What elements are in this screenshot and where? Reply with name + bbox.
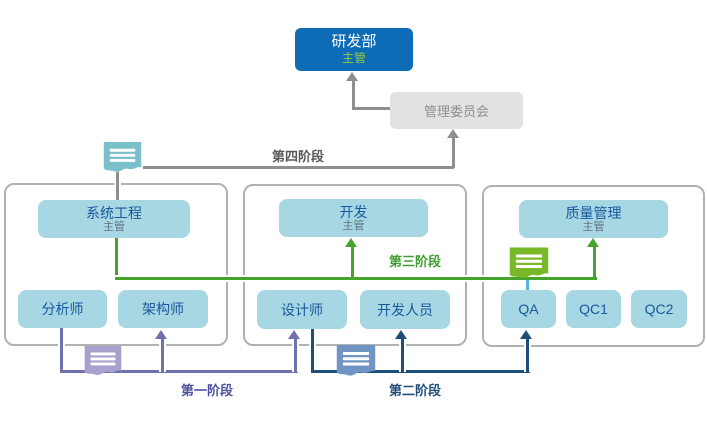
connector-phase3-to-development xyxy=(351,247,354,278)
arrowhead-into-architect xyxy=(155,330,167,339)
node-quality-management-title: 质量管理 xyxy=(565,204,622,221)
node-quality-management[interactable]: 质量管理 主管 xyxy=(519,200,668,238)
document-icon-lines xyxy=(90,352,116,366)
node-rnd-department-subtitle: 主管 xyxy=(341,51,366,66)
document-icon-lines xyxy=(515,254,543,268)
node-analyst[interactable]: 分析师 xyxy=(18,290,107,328)
node-development-subtitle: 主管 xyxy=(342,219,365,232)
node-architect[interactable]: 架构师 xyxy=(118,290,208,328)
connector-phase2-to-qa xyxy=(526,339,529,372)
node-designer-label: 设计师 xyxy=(281,301,323,318)
arrowhead-into-committee xyxy=(447,129,459,138)
document-icon-phase3[interactable] xyxy=(508,247,550,283)
node-qc2[interactable]: QC2 xyxy=(631,290,687,328)
document-icon-phase4-shape xyxy=(103,142,142,172)
connector-phase1-start xyxy=(60,328,63,373)
node-architect-label: 架构师 xyxy=(142,301,184,317)
node-qa-label: QA xyxy=(518,301,539,317)
connector-phase2-start xyxy=(311,329,314,373)
connector-icon-to-qa xyxy=(526,280,529,290)
document-icon-lines xyxy=(109,148,136,162)
node-management-committee-label: 管理委员会 xyxy=(423,104,489,119)
document-icon-lines xyxy=(342,352,370,366)
connector-icon-to-systems-engineering xyxy=(116,172,119,201)
arrowhead-into-developers xyxy=(395,330,407,339)
connector-phase2-h xyxy=(311,370,530,373)
label-phase4: 第四阶段 xyxy=(272,149,325,164)
label-phase2: 第二阶段 xyxy=(389,383,442,398)
connector-phase1-to-architect xyxy=(161,339,164,372)
connector-committee-to-root-h xyxy=(352,107,390,110)
node-management-committee[interactable]: 管理委员会 xyxy=(390,92,523,129)
node-qc1[interactable]: QC1 xyxy=(566,290,621,328)
connector-phase3-start xyxy=(115,238,118,280)
node-developers-label: 开发人员 xyxy=(377,301,433,318)
node-rnd-department-title: 研发部 xyxy=(331,33,377,51)
label-phase3: 第三阶段 xyxy=(389,254,442,269)
document-icon-phase4[interactable] xyxy=(102,142,143,176)
node-developers[interactable]: 开发人员 xyxy=(360,290,450,329)
document-icon-phase1-shape xyxy=(84,345,122,376)
connector-phase4-v xyxy=(452,137,455,168)
node-qc1-label: QC1 xyxy=(579,301,608,317)
arrowhead-into-designer xyxy=(288,330,300,339)
node-development[interactable]: 开发 主管 xyxy=(279,199,428,237)
arrowhead-into-root xyxy=(346,72,358,81)
document-icon-phase2-shape xyxy=(336,345,376,376)
connector-committee-to-root xyxy=(352,80,355,109)
connector-phase3-h xyxy=(115,277,597,280)
connector-phase1-h xyxy=(60,370,298,373)
node-systems-engineering[interactable]: 系统工程 主管 xyxy=(38,200,190,238)
node-quality-management-subtitle: 主管 xyxy=(582,220,605,233)
label-phase1: 第一阶段 xyxy=(181,383,234,398)
node-qa[interactable]: QA xyxy=(501,290,556,328)
connector-phase3-to-quality xyxy=(593,247,596,278)
arrowhead-into-development xyxy=(345,238,357,247)
document-icon-phase2[interactable] xyxy=(335,344,377,381)
arrowhead-into-quality xyxy=(587,238,599,247)
node-qc2-label: QC2 xyxy=(644,301,674,317)
group-quality-management xyxy=(482,185,705,347)
document-icon-phase1[interactable] xyxy=(83,345,123,380)
node-development-title: 开发 xyxy=(339,203,368,220)
connector-phase1-to-designer xyxy=(294,339,297,372)
connector-phase4-h xyxy=(143,166,454,169)
node-designer[interactable]: 设计师 xyxy=(257,290,347,329)
arrowhead-into-qa xyxy=(520,330,532,339)
node-analyst-label: 分析师 xyxy=(41,301,84,317)
node-systems-engineering-subtitle: 主管 xyxy=(103,220,125,233)
node-systems-engineering-title: 系统工程 xyxy=(86,204,142,221)
document-icon-phase3-shape xyxy=(509,247,549,279)
node-rnd-department[interactable]: 研发部 主管 xyxy=(295,28,413,71)
connector-phase2-to-developers xyxy=(401,339,404,372)
